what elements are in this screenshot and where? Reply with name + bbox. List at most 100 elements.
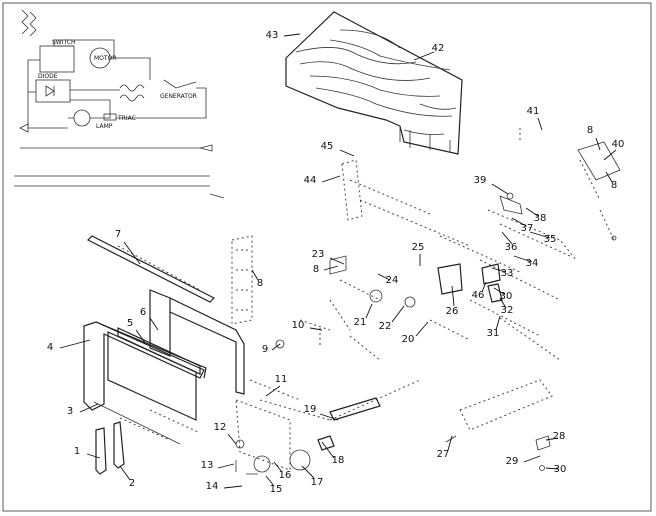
callout-label-27: 27 — [437, 449, 450, 460]
pin-39 — [506, 192, 514, 200]
callout-leader-16 — [273, 461, 283, 473]
callout-label-8: 8 — [313, 264, 319, 275]
callout-label-17: 17 — [311, 477, 324, 488]
callout-leader-44 — [321, 175, 341, 183]
callout-label-21: 21 — [354, 317, 367, 328]
callout-label-3: 3 — [67, 406, 73, 417]
frame-top-edge — [95, 321, 207, 379]
clip-18 — [317, 435, 335, 451]
callout-leader-46 — [481, 281, 487, 293]
callout-leader-33 — [491, 267, 507, 273]
callout-leader-40 — [603, 149, 617, 161]
gear-21 — [369, 289, 383, 303]
callout-label-37: 37 — [521, 223, 534, 234]
diagram-frame — [2, 2, 652, 512]
callout-label-43: 43 — [266, 30, 279, 41]
callout-leader-8 — [251, 269, 259, 281]
callout-label-8: 8 — [587, 125, 593, 136]
callout-leader-12 — [227, 433, 237, 445]
side-panel — [169, 297, 245, 395]
callout-label-30: 30 — [500, 291, 513, 302]
callout-leader-2 — [119, 465, 131, 481]
callout-leader-29 — [523, 455, 541, 463]
callout-leader-21 — [365, 303, 373, 319]
foot-left — [95, 427, 107, 475]
lamp-bar — [86, 235, 216, 303]
callout-leader-31 — [495, 315, 501, 331]
callout-leader-32 — [499, 297, 507, 309]
callout-leader-14 — [223, 485, 243, 489]
callout-label-33: 33 — [501, 268, 514, 279]
callout-leader-41 — [537, 117, 543, 131]
bracket-40 — [577, 141, 621, 181]
coil-pair — [119, 84, 145, 102]
side-bracket — [149, 289, 171, 357]
callout-label-6: 6 — [140, 307, 146, 318]
shaft-19 — [329, 397, 381, 421]
callout-label-30: 30 — [554, 464, 567, 475]
callout-leader-38 — [525, 207, 539, 217]
callout-label-5: 5 — [127, 318, 133, 329]
callout-label-36: 36 — [505, 242, 518, 253]
upright-column — [231, 235, 253, 325]
callout-label-38: 38 — [534, 213, 547, 224]
callout-leader-18 — [321, 441, 335, 459]
callout-leader-24 — [377, 273, 391, 281]
callout-label-24: 24 — [386, 275, 399, 286]
callout-label-35: 35 — [544, 234, 557, 245]
callout-leader-1 — [86, 453, 101, 459]
divider-lines — [14, 144, 225, 199]
bracket-32 — [487, 283, 503, 303]
callout-label-31: 31 — [487, 328, 500, 339]
generator-lead — [163, 79, 197, 89]
bolt-9 — [275, 339, 285, 349]
callout-label-45: 45 — [321, 141, 334, 152]
callout-leader-8 — [323, 265, 339, 271]
callout-leader-5 — [135, 329, 147, 345]
callout-label-11: 11 — [275, 374, 288, 385]
motor-housing-26 — [437, 263, 463, 295]
wood-top-outline — [285, 11, 463, 155]
callout-leader-3 — [79, 403, 99, 413]
screw — [611, 235, 617, 241]
callout-leader-15 — [265, 475, 275, 487]
track-assembly — [439, 128, 621, 471]
callout-leader-39 — [491, 183, 509, 195]
callout-leader-34 — [513, 255, 533, 263]
callout-label-19: 19 — [304, 404, 317, 415]
screw-30 — [539, 465, 545, 471]
callout-label-46: 46 — [472, 290, 485, 301]
callout-label-1: 1 — [74, 446, 80, 457]
callout-leader-27 — [447, 435, 453, 451]
callout-leader-43 — [283, 33, 301, 37]
callout-label-23: 23 — [312, 249, 325, 260]
frame-front — [83, 321, 205, 411]
callout-label-7: 7 — [115, 229, 121, 240]
callout-leader-13 — [217, 463, 235, 469]
diode-symbol — [45, 85, 55, 97]
callout-label-32: 32 — [501, 305, 514, 316]
callout-label-14: 14 — [206, 481, 219, 492]
callout-leader-6 — [149, 317, 159, 331]
callout-leader-17 — [301, 465, 315, 479]
feet — [95, 421, 125, 475]
callout-leader-23 — [329, 257, 345, 265]
gear-22 — [404, 296, 416, 308]
callout-label-44: 44 — [304, 175, 317, 186]
transformer-coil — [21, 9, 37, 37]
diode-box — [35, 79, 71, 103]
gear-train — [249, 159, 471, 421]
wheel-17 — [289, 449, 311, 471]
callout-leader-42 — [413, 51, 435, 61]
callout-label-29: 29 — [506, 456, 519, 467]
callout-label-4: 4 — [47, 342, 53, 353]
lamp-symbol — [73, 109, 91, 127]
callout-label-9: 9 — [262, 344, 268, 355]
wheel-16 — [253, 455, 271, 473]
callout-leader-30 — [545, 467, 559, 470]
callout-leader-30 — [493, 287, 505, 295]
callout-label-13: 13 — [201, 460, 214, 471]
callout-label-25: 25 — [412, 242, 425, 253]
